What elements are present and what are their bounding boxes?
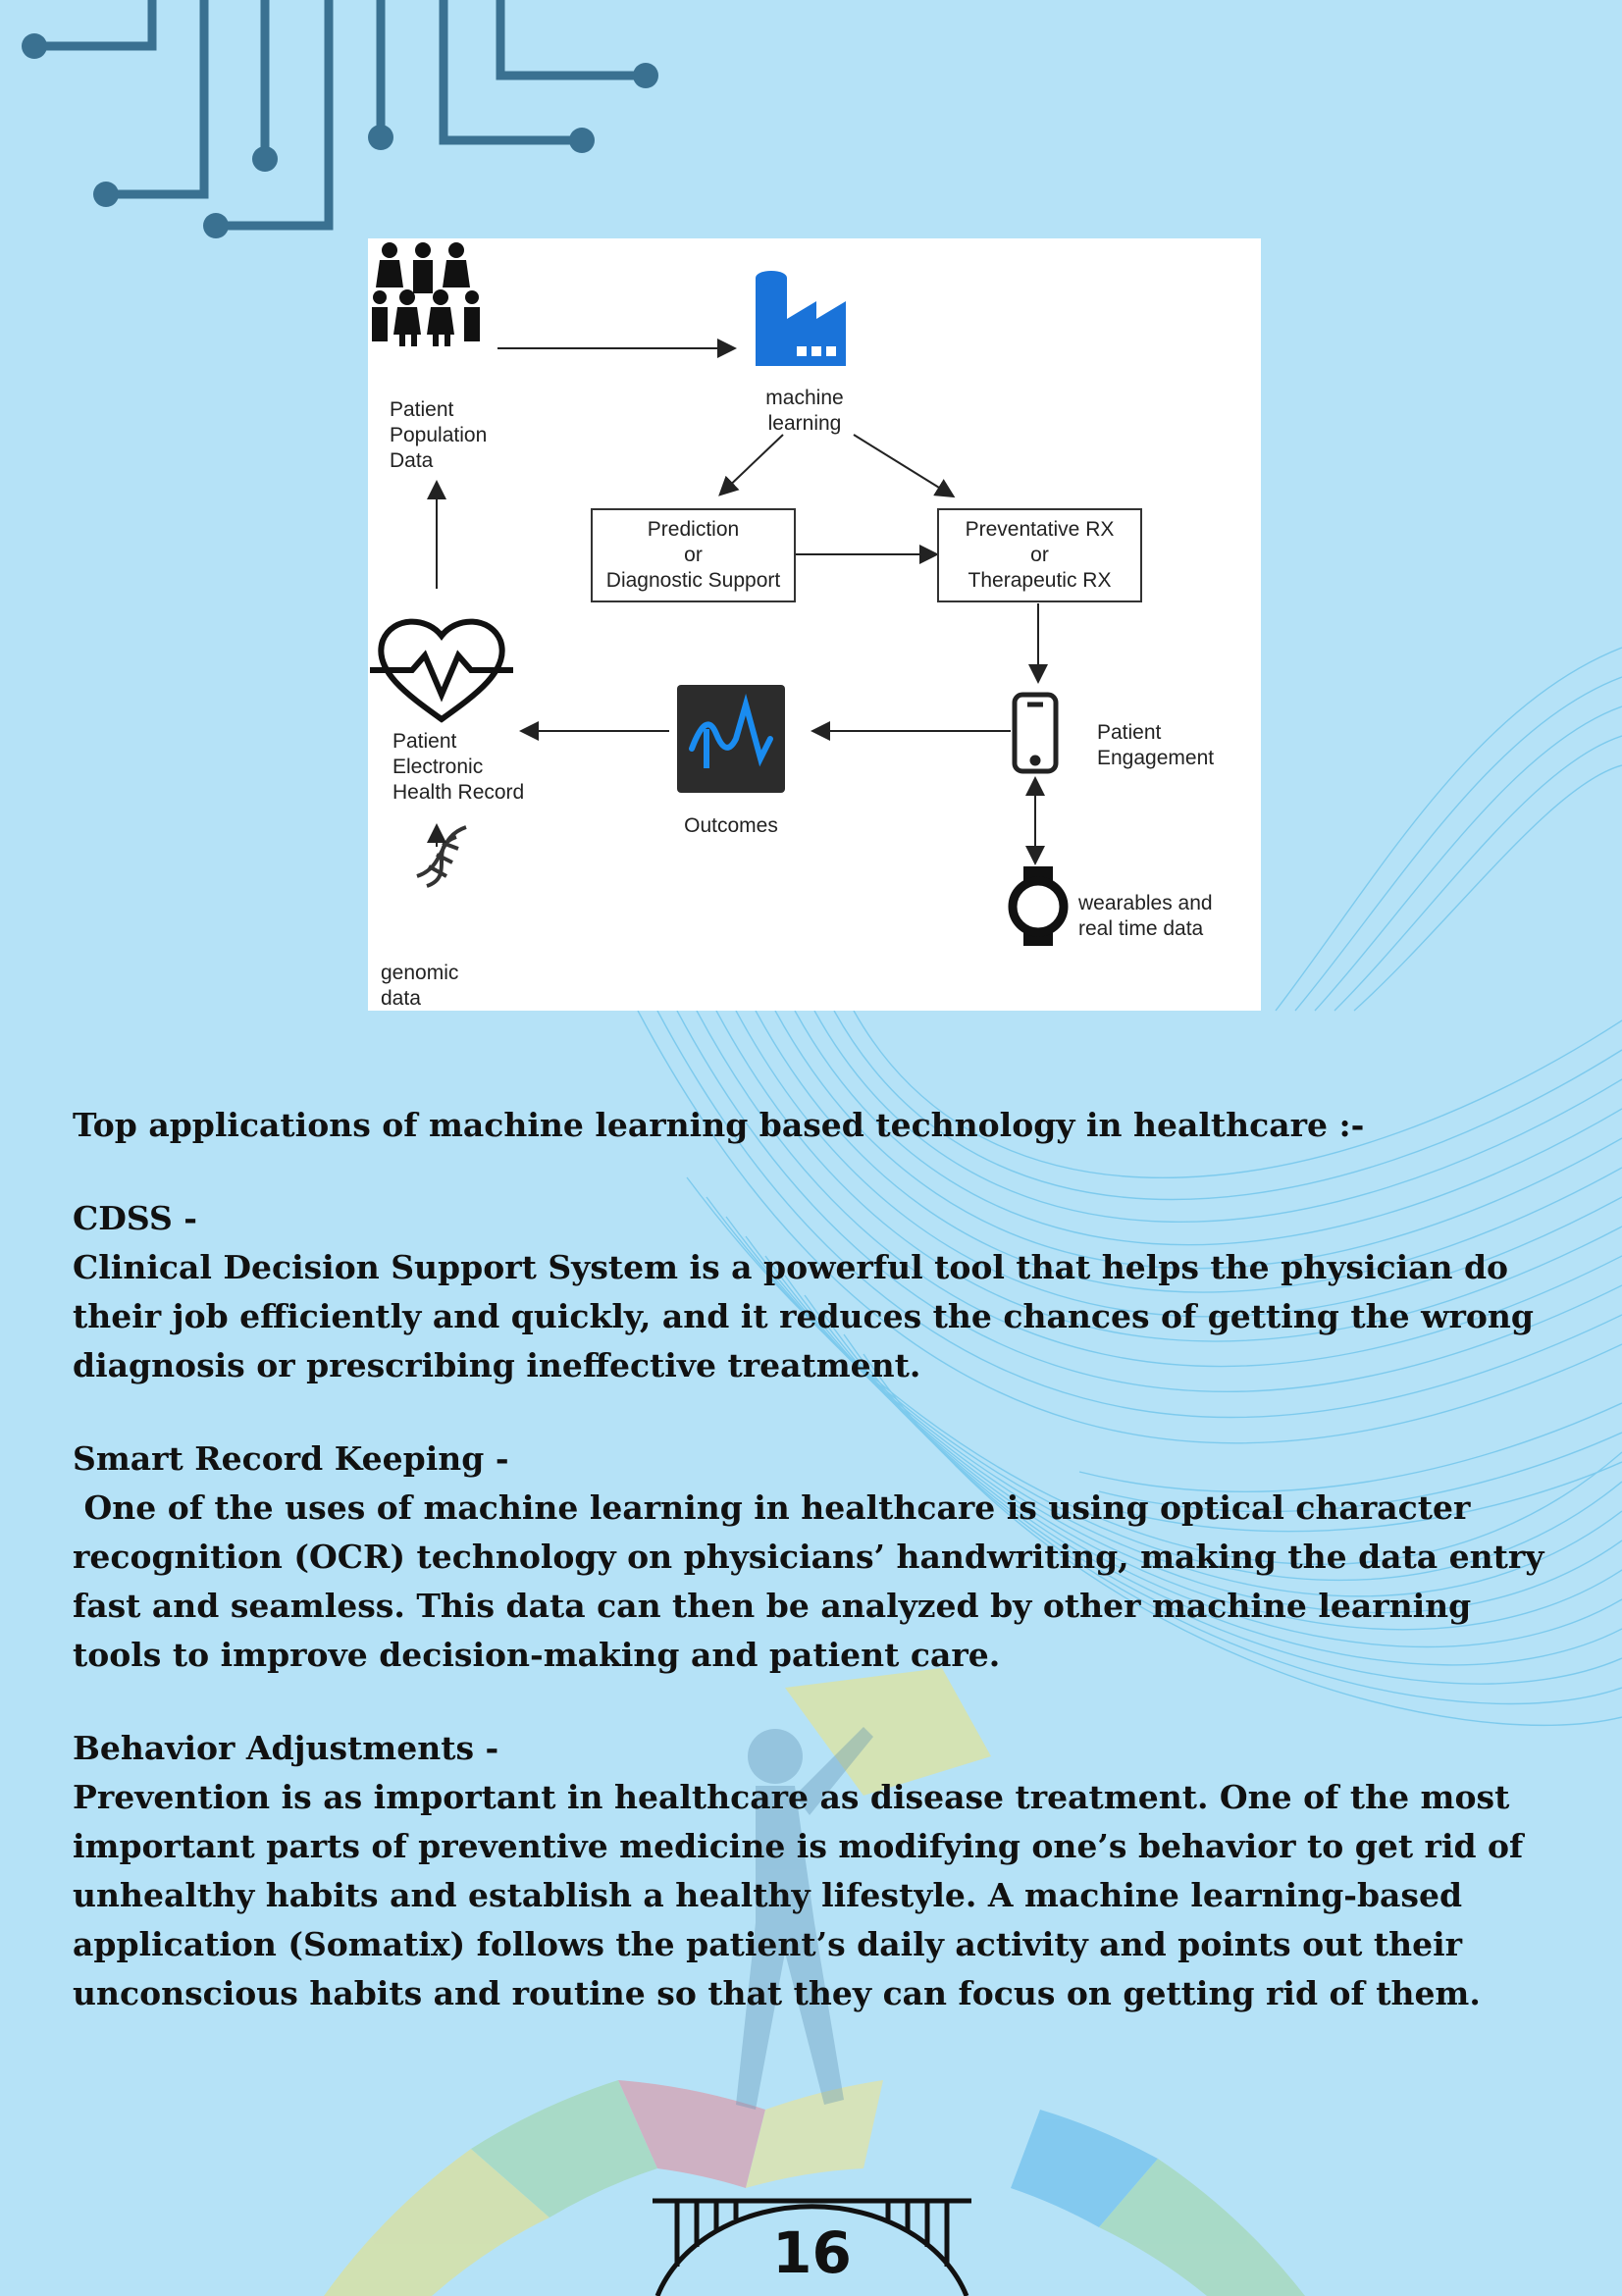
people-icon bbox=[372, 242, 480, 346]
heart-pulse-icon bbox=[370, 618, 513, 723]
section-body-record-keeping: One of the uses of machine learning in h… bbox=[73, 1488, 1555, 1674]
label-genomic-data: genomic data bbox=[381, 962, 459, 1010]
section-body-cdss: Clinical Decision Support System is a po… bbox=[73, 1248, 1534, 1384]
section-title-record-keeping: Smart Record Keeping - bbox=[73, 1439, 509, 1478]
label-outcomes: Outcomes bbox=[684, 814, 778, 837]
label-patient-engagement: Patient Engagement bbox=[1097, 721, 1215, 769]
figure-silhouette bbox=[736, 1727, 873, 2110]
machine-learning-factory-icon bbox=[756, 271, 846, 366]
label-machine-learning: machine learning bbox=[765, 387, 844, 435]
puzzle-arc bbox=[324, 1668, 1305, 2296]
box-prediction: Prediction or Diagnostic Support bbox=[591, 508, 796, 602]
section-body-behavior: Prevention is as important in healthcare… bbox=[73, 1778, 1524, 2012]
section-title-cdss: CDSS - bbox=[73, 1199, 198, 1237]
page-number: 16 bbox=[772, 2219, 852, 2286]
ml-healthcare-diagram: Patient Population Data machine learning… bbox=[368, 238, 1261, 1011]
phone-icon bbox=[1012, 692, 1059, 774]
label-patient-population: Patient Population Data bbox=[390, 398, 488, 472]
circuit-graphic bbox=[29, 0, 651, 231]
label-patient-ehr: Patient Electronic Health Record bbox=[392, 730, 525, 804]
box-preventative: Preventative RX or Therapeutic RX bbox=[937, 508, 1142, 602]
dna-icon bbox=[416, 825, 467, 888]
article-body: Top applications of machine learning bas… bbox=[73, 1101, 1564, 2018]
article-heading: Top applications of machine learning bas… bbox=[73, 1106, 1365, 1144]
wave-lines bbox=[637, 647, 1622, 1727]
label-wearables: wearables and real time data bbox=[1078, 892, 1213, 940]
diagram-graphics bbox=[370, 242, 1069, 946]
watch-icon bbox=[1008, 866, 1069, 946]
outcomes-chart-icon bbox=[677, 685, 785, 793]
bridge-graphic bbox=[653, 2198, 971, 2296]
section-title-behavior: Behavior Adjustments - bbox=[73, 1729, 499, 1767]
